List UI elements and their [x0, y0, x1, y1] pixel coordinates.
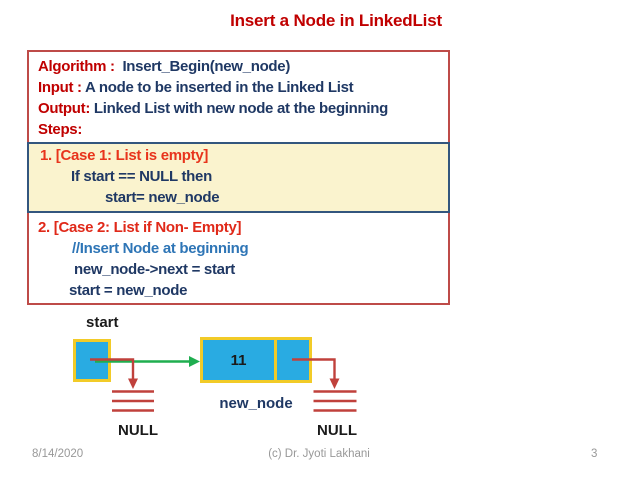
steps-line: Steps: [38, 119, 444, 140]
null-label-right: NULL [317, 422, 357, 439]
algorithm-label: Algorithm : [38, 58, 123, 75]
case1-assign-line: start= new_node [105, 189, 220, 206]
algorithm-box: Algorithm : Insert_Begin(new_node) Input… [27, 50, 450, 305]
new-node-box: 11 [200, 337, 312, 383]
input-text: A node to be inserted in the Linked List [85, 79, 354, 96]
algorithm-header-section: Algorithm : Insert_Begin(new_node) Input… [29, 52, 448, 142]
output-label: Output: [38, 100, 94, 117]
ground-symbol-right-icon [313, 390, 357, 412]
case1-if-line: If start == NULL then [71, 168, 212, 185]
start-pointer-label: start [86, 314, 119, 331]
slide-title: Insert a Node in LinkedList [230, 11, 442, 30]
footer-date: 8/14/2020 [32, 448, 84, 460]
null-label-left: NULL [118, 422, 158, 439]
red-arrowhead-right-icon [329, 378, 340, 389]
input-line: Input : A node to be inserted in the Lin… [38, 77, 444, 98]
new-node-label: new_node [219, 395, 293, 412]
algorithm-signature: Insert_Begin(new_node) [122, 58, 291, 75]
start-pointer-box [73, 339, 111, 382]
footer-credit: (c) Dr. Jyoti Lakhani [268, 448, 370, 460]
ground-symbol-left-icon [112, 390, 154, 412]
algorithm-signature-line: Algorithm : Insert_Begin(new_node) [38, 56, 444, 77]
red-arrowhead-left-icon [128, 378, 138, 389]
steps-label: Steps: [38, 121, 83, 138]
case2-heading: 2. [Case 2: List if Non- Empty] [38, 219, 242, 236]
output-text: Linked List with new node at the beginni… [93, 100, 388, 117]
output-line: Output: Linked List with new node at the… [38, 98, 444, 119]
green-arrowhead-icon [189, 356, 200, 367]
case2-next-line: new_node->next = start [74, 261, 235, 278]
footer-page-number: 3 [591, 448, 598, 460]
case2-section: 2. [Case 2: List if Non- Empty] //Insert… [29, 213, 448, 303]
case1-section: 1. [Case 1: List is empty] If start == N… [27, 142, 450, 213]
node-next-cell [274, 340, 309, 380]
node-data-cell: 11 [230, 351, 247, 369]
case1-heading: 1. [Case 1: List is empty] [40, 147, 209, 164]
case2-comment: //Insert Node at beginning [72, 240, 249, 257]
input-label: Input : [38, 79, 86, 96]
case2-assign-line: start = new_node [69, 282, 188, 299]
